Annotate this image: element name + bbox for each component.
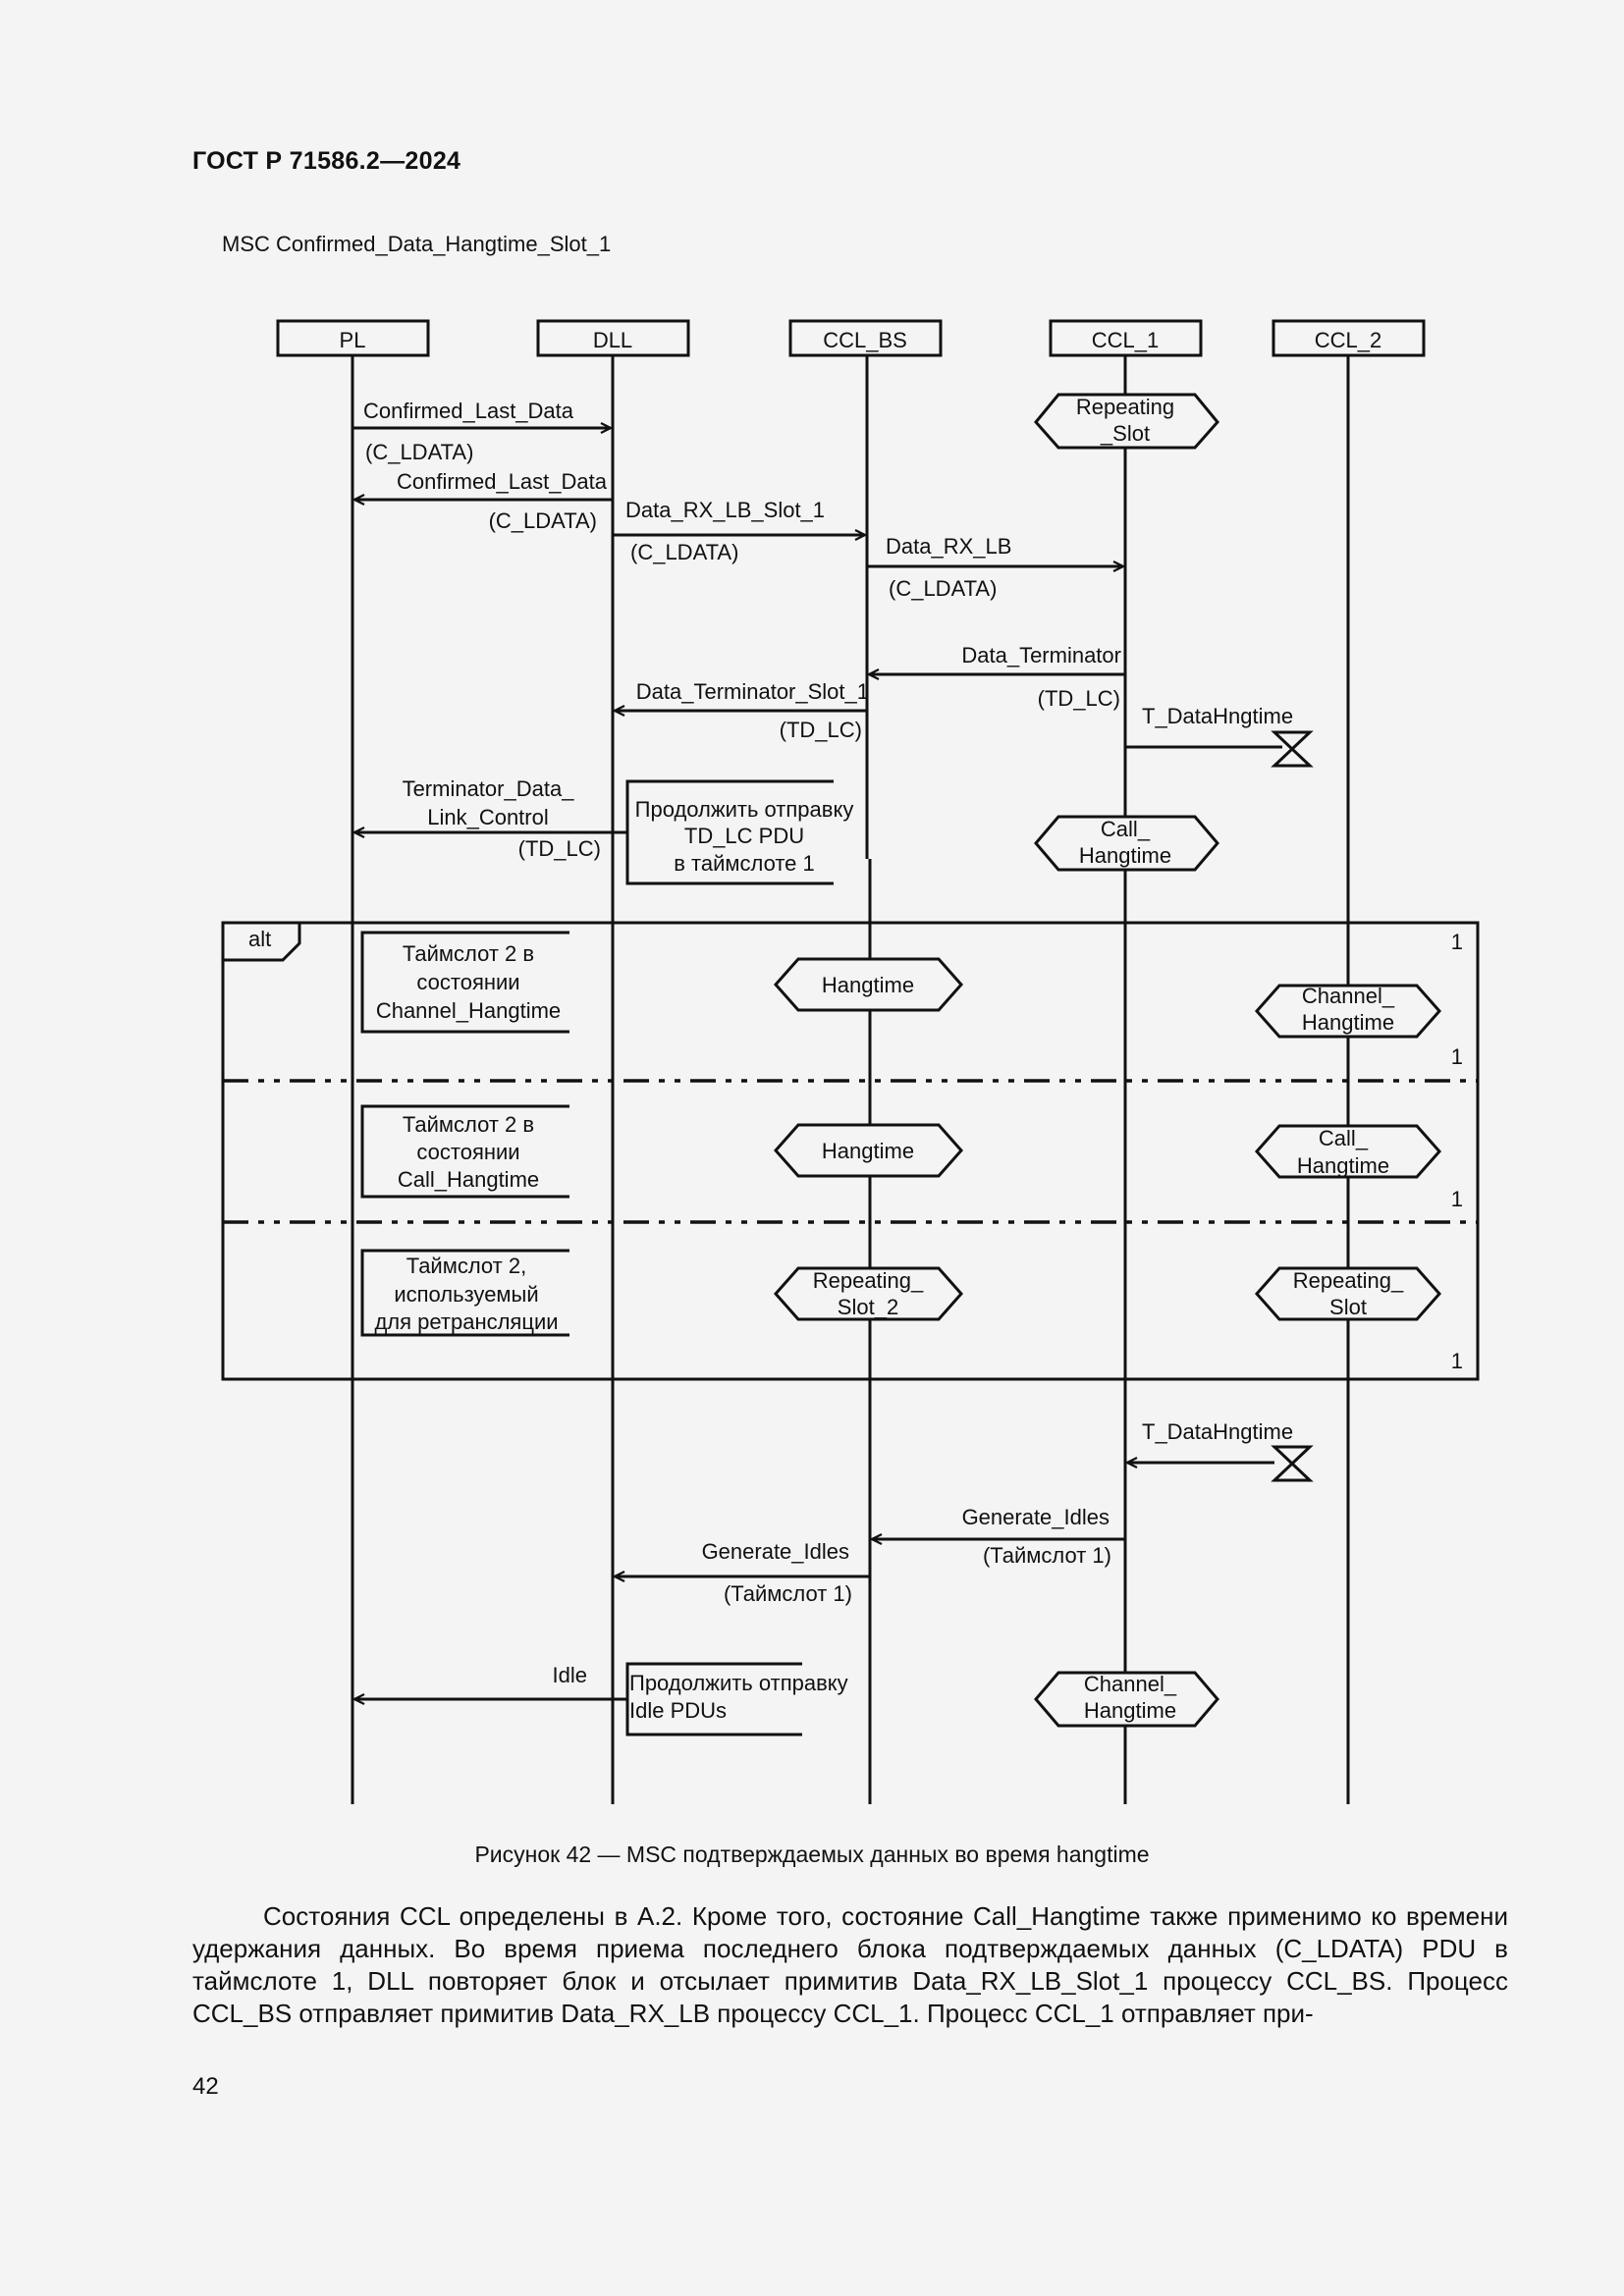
comment-td-lc-continue: Продолжить отправку TD_LC PDU в таймслот… — [625, 779, 854, 885]
svg-text:Repeating: Repeating — [1076, 395, 1174, 419]
svg-text:T_DataHngtime: T_DataHngtime — [1142, 1419, 1293, 1444]
svg-text:Hangtime: Hangtime — [1079, 843, 1171, 868]
document-header: ГОСТ Р 71586.2—2024 — [192, 147, 461, 175]
condition-repeating-slot: Repeating _Slot — [1034, 393, 1219, 450]
comment-alt2: Таймслот 2 в состоянии Call_Hangtime — [360, 1104, 569, 1199]
svg-text:Hangtime: Hangtime — [1302, 1010, 1394, 1035]
message-param: (C_LDATA) — [365, 440, 473, 464]
message-param: (C_LDATA) — [889, 576, 997, 601]
svg-text:_Slot: _Slot — [1100, 421, 1150, 446]
message-param: (TD_LC) — [1038, 686, 1120, 711]
svg-text:используемый: используемый — [394, 1282, 538, 1307]
svg-text:Таймслот 2 в: Таймслот 2 в — [403, 1112, 534, 1137]
message-param: (Таймслот 1) — [983, 1543, 1111, 1568]
svg-text:Продолжить отправку: Продолжить отправку — [635, 797, 854, 822]
message-label: Data_RX_LB_Slot_1 — [625, 498, 825, 522]
svg-text:PL: PL — [340, 328, 366, 352]
svg-text:Call_: Call_ — [1319, 1126, 1369, 1150]
instance-head-ccl-bs: CCL_BS — [788, 319, 943, 357]
comment-idle-continue: Продолжить отправку Idle PDUs — [625, 1662, 848, 1736]
operand-count: 1 — [1451, 930, 1463, 954]
svg-text:Idle PDUs: Idle PDUs — [629, 1698, 727, 1723]
message-param: (C_LDATA) — [489, 508, 597, 533]
svg-text:Таймслот 2 в: Таймслот 2 в — [403, 941, 534, 966]
operand-count: 1 — [1451, 1187, 1463, 1211]
condition-repeating-slot-2: Repeating_ Slot_2 — [773, 1266, 964, 1321]
condition-call-hangtime: Call_ Hangtime — [1034, 815, 1219, 872]
svg-text:DLL: DLL — [593, 328, 632, 352]
message-param: (C_LDATA) — [630, 540, 738, 564]
svg-text:Channel_: Channel_ — [1084, 1672, 1177, 1696]
condition-channel-hangtime: Channel_ Hangtime — [1034, 1671, 1219, 1728]
condition-hangtime: Hangtime — [773, 1123, 964, 1178]
body-paragraph: Состояния CCL определены в А.2. Кроме то… — [192, 1901, 1508, 2028]
message-label: Data_Terminator — [961, 643, 1121, 667]
alt-keyword: alt — [248, 927, 271, 951]
svg-text:Hangtime: Hangtime — [1084, 1698, 1176, 1723]
message-label: Data_RX_LB — [886, 534, 1011, 559]
condition-channel-hangtime: Channel_ Hangtime — [1254, 984, 1442, 1039]
operand-count: 1 — [1451, 1044, 1463, 1069]
svg-text:Channel_: Channel_ — [1302, 984, 1395, 1008]
instance-head-pl: PL — [276, 319, 430, 357]
message-param: (Таймслот 1) — [724, 1581, 852, 1606]
message-label: Confirmed_Last_Data — [363, 399, 574, 423]
svg-text:CCL_2: CCL_2 — [1315, 328, 1381, 352]
figure-caption: Рисунок 42 — MSC подтверждаемых данных в… — [474, 1842, 1150, 1867]
svg-text:T_DataHngtime: T_DataHngtime — [1142, 704, 1293, 728]
svg-text:Slot_2: Slot_2 — [838, 1295, 898, 1319]
message-label: Idle — [553, 1663, 587, 1687]
message-label: Generate_Idles — [962, 1505, 1110, 1529]
condition-repeating-slot: Repeating_ Slot — [1254, 1266, 1442, 1321]
svg-text:TD_LC PDU: TD_LC PDU — [684, 824, 804, 848]
page-number: 42 — [192, 2073, 219, 2100]
comment-alt3: Таймслот 2, используемый для ретрансляци… — [360, 1249, 569, 1337]
timer-set-t-datahngtime: T_DataHngtime — [1125, 704, 1314, 768]
svg-text:Slot: Slot — [1329, 1295, 1367, 1319]
comment-alt1: Таймслот 2 в состоянии Channel_Hangtime — [360, 931, 569, 1034]
message-label: Link_Control — [427, 805, 549, 829]
svg-text:Channel_Hangtime: Channel_Hangtime — [376, 998, 561, 1023]
operand-count: 1 — [1451, 1349, 1463, 1373]
svg-text:Repeating_: Repeating_ — [813, 1268, 924, 1293]
svg-text:Hangtime: Hangtime — [822, 973, 914, 997]
instance-head-ccl-1: CCL_1 — [1049, 319, 1203, 357]
svg-text:CCL_BS: CCL_BS — [823, 328, 907, 352]
condition-call-hangtime: Call_ Hangtime — [1254, 1124, 1442, 1179]
svg-text:Таймслот 2,: Таймслот 2, — [406, 1254, 526, 1278]
msc-title: MSC Confirmed_Data_Hangtime_Slot_1 — [222, 232, 612, 256]
svg-text:для ретрансляции: для ретрансляции — [374, 1309, 558, 1334]
alt-frame: alt 1 1 1 1 — [221, 921, 1480, 1381]
message-label: Terminator_Data_ — [403, 776, 575, 801]
message-label: Generate_Idles — [702, 1539, 849, 1564]
msc-diagram: PL DLL CCL_BS CCL_1 CCL_2 — [221, 319, 1480, 1804]
svg-text:Repeating_: Repeating_ — [1293, 1268, 1404, 1293]
svg-text:Call_Hangtime: Call_Hangtime — [398, 1167, 539, 1192]
svg-text:в таймслоте 1: в таймслоте 1 — [674, 851, 815, 876]
svg-text:состоянии: состоянии — [416, 970, 519, 994]
message-param: (TD_LC) — [780, 718, 862, 742]
message-label: Data_Terminator_Slot_1 — [636, 679, 869, 704]
svg-text:Hangtime: Hangtime — [1297, 1153, 1389, 1178]
instance-head-dll: DLL — [536, 319, 690, 357]
svg-text:Hangtime: Hangtime — [822, 1139, 914, 1163]
svg-text:CCL_1: CCL_1 — [1092, 328, 1159, 352]
condition-hangtime: Hangtime — [773, 957, 964, 1012]
instance-head-ccl-2: CCL_2 — [1272, 319, 1426, 357]
message-label: Confirmed_Last_Data — [397, 469, 608, 494]
timer-expire-t-datahngtime: T_DataHngtime — [1127, 1419, 1314, 1482]
svg-text:Продолжить отправку: Продолжить отправку — [629, 1671, 848, 1695]
message-param: (TD_LC) — [518, 836, 601, 861]
svg-text:состоянии: состоянии — [416, 1140, 519, 1164]
svg-text:Call_: Call_ — [1101, 817, 1151, 841]
